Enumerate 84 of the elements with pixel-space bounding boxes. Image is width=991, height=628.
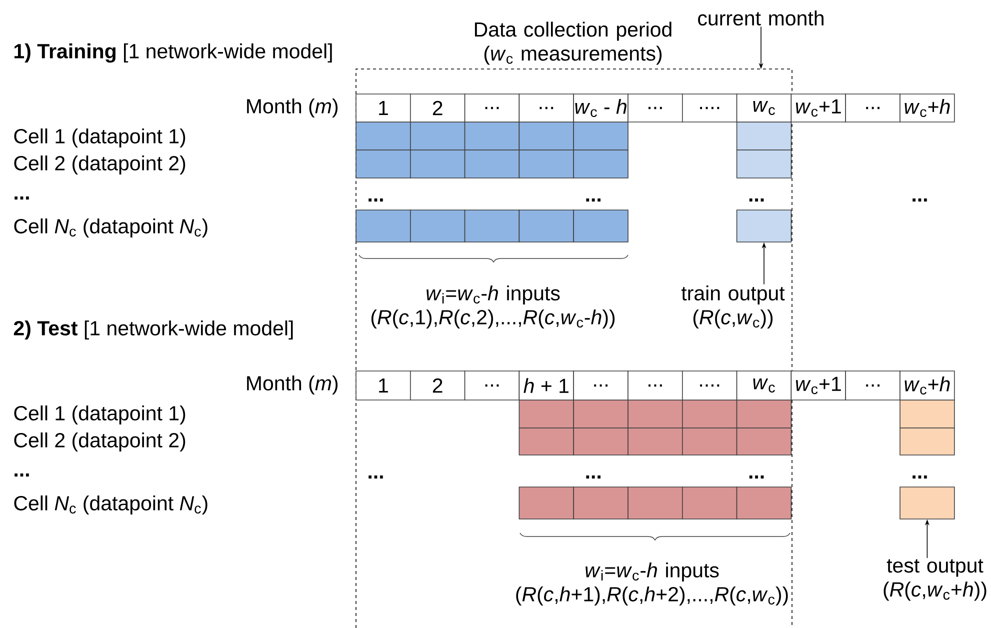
data-cell	[464, 150, 520, 178]
data-cell	[518, 486, 574, 520]
month-cell: w$_{c}$	[736, 370, 792, 400]
month-cell: w$_{c}$+h	[900, 94, 955, 122]
section-title: 2) Test [1 network-wide model]	[14, 320, 293, 340]
data-cell	[736, 210, 792, 242]
month-cell: w$_{c}$+1	[790, 370, 846, 400]
data-cell	[736, 486, 792, 520]
ellipsis: ...	[586, 475, 600, 479]
data-cell	[356, 122, 411, 150]
month-cell: w$_{c}$+1	[790, 94, 846, 122]
month-cell: ....	[682, 94, 738, 122]
input-range-text: w$_{i}$=w$_{c}$-h inputs (R(c,1),R(c,2),...,R(c,w$_{c}$-h))	[371, 285, 615, 329]
month-cell: ...	[628, 94, 683, 122]
data-cell	[410, 122, 466, 150]
month-cell: 2	[410, 370, 466, 400]
ellipsis: ...	[14, 196, 29, 200]
ellipsis: ...	[586, 198, 600, 202]
row-label: Cell 2 (datapoint 2)	[14, 155, 186, 175]
data-cell	[518, 122, 574, 150]
data-cell	[900, 428, 955, 456]
ellipsis: ...	[749, 198, 764, 202]
data-cell	[518, 210, 574, 242]
month-cell: w$_{c}$ - h	[573, 94, 628, 122]
ellipsis: ...	[912, 198, 927, 202]
data-cell	[900, 400, 955, 428]
month-cell: ...	[628, 370, 683, 400]
data-cell	[464, 210, 520, 242]
data-cell	[518, 400, 574, 428]
row-label: Cell N$_{c}$ (datapoint N$_{c}$)	[14, 495, 208, 515]
data-cell	[736, 400, 792, 428]
data-cell	[736, 122, 792, 150]
data-cell	[518, 428, 574, 456]
month-cell: 1	[356, 370, 411, 400]
data-cell	[573, 486, 628, 520]
month-cell: h + 1	[518, 370, 574, 400]
month-cell: 2	[410, 94, 466, 122]
month-cell: 1	[356, 94, 411, 122]
ellipsis: ...	[368, 475, 383, 479]
row-label: Cell 1 (datapoint 1)	[14, 405, 186, 425]
annotation-text: current month	[698, 10, 824, 26]
month-cell: ...	[845, 370, 900, 400]
month-cell: w$_{c}$+h	[900, 370, 955, 400]
ellipsis: ...	[14, 473, 29, 477]
data-cell	[573, 400, 628, 428]
data-cell	[682, 428, 738, 456]
data-cell	[573, 210, 628, 242]
axis-label: Month (m)	[247, 375, 338, 395]
data-cell	[573, 428, 628, 456]
row-label: Cell 1 (datapoint 1)	[14, 128, 186, 148]
data-cell	[573, 150, 628, 178]
ellipsis: ...	[749, 475, 764, 479]
data-cell	[736, 428, 792, 456]
row-label: Cell 2 (datapoint 2)	[14, 432, 186, 452]
month-cell: ....	[682, 370, 738, 400]
data-cell	[410, 210, 466, 242]
section-title: 1) Training [1 network-wide model]	[14, 43, 332, 63]
annotation-text: test output (R(c,w$_{c}$+h))	[884, 559, 986, 601]
data-cell	[356, 210, 411, 242]
data-cell	[628, 486, 683, 520]
data-cell	[410, 150, 466, 178]
data-cell	[518, 150, 574, 178]
month-cell: ...	[464, 94, 520, 122]
ellipsis: ...	[912, 475, 927, 479]
month-cell: w$_{c}$	[736, 94, 792, 122]
annotation-text: train output (R(c,w$_{c}$))	[681, 285, 785, 329]
data-cell	[356, 150, 411, 178]
data-cell	[573, 122, 628, 150]
data-cell	[628, 428, 683, 456]
data-cell	[682, 486, 738, 520]
data-cell	[900, 486, 955, 520]
month-cell: ...	[845, 94, 900, 122]
data-cell	[736, 150, 792, 178]
data-cell	[628, 400, 683, 428]
month-cell: ...	[573, 370, 628, 400]
data-cell	[682, 400, 738, 428]
data-cell	[464, 122, 520, 150]
axis-label: Month (m)	[247, 98, 338, 118]
period-heading: Data collection period (w$_{c}$ measurements)	[474, 22, 672, 65]
ellipsis: ...	[368, 198, 383, 202]
row-label: Cell N$_{c}$ (datapoint N$_{c}$)	[14, 218, 208, 238]
month-cell: ...	[518, 94, 574, 122]
input-range-text: w$_{i}$=w$_{c}$-h inputs (R(c,h+1),R(c,h+2),...,R(c,w$_{c}$))	[516, 562, 788, 606]
month-cell: ...	[464, 370, 520, 400]
